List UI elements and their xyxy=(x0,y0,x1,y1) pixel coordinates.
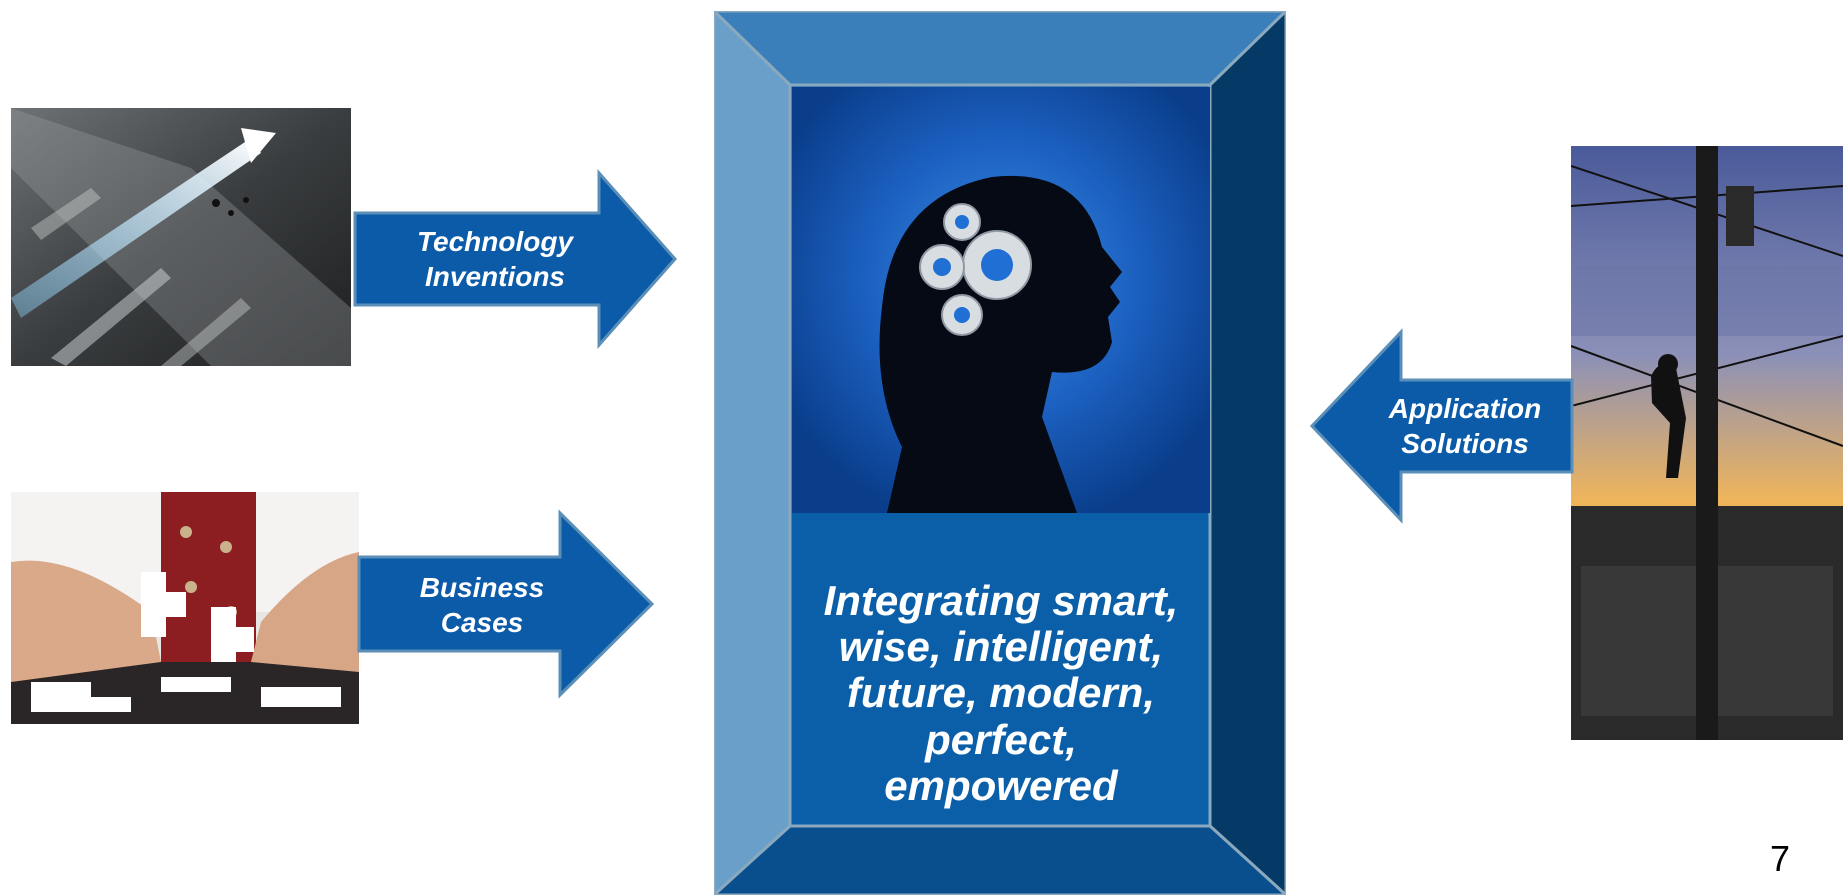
head-gears-image xyxy=(792,87,1210,513)
caption-line2: wise, intelligent, xyxy=(838,623,1164,671)
center-caption: Integrating smart, wise, intelligent, fu… xyxy=(792,577,1210,809)
business-label: Business Cases xyxy=(382,570,582,640)
application-photo xyxy=(1571,146,1843,740)
page-number: 7 xyxy=(1769,838,1790,879)
caption-line5: empowered xyxy=(884,761,1118,809)
technology-label-line1: Technology xyxy=(416,226,574,257)
technology-photo xyxy=(11,108,351,366)
application-label: Application Solutions xyxy=(1365,391,1565,461)
business-photo xyxy=(11,492,359,724)
application-label-line1: Application xyxy=(1388,393,1542,424)
caption-line3: future, modern, xyxy=(846,669,1155,717)
business-label-line2: Cases xyxy=(440,607,524,638)
caption-line1: Integrating smart, xyxy=(823,577,1179,624)
business-arrow xyxy=(357,509,657,699)
application-arrow xyxy=(1308,328,1574,524)
technology-label-line2: Inventions xyxy=(424,261,565,292)
application-label-line2: Solutions xyxy=(1401,428,1529,459)
technology-label: Technology Inventions xyxy=(395,224,595,294)
caption-line4: perfect, xyxy=(925,715,1077,763)
business-label-line1: Business xyxy=(419,572,545,603)
technology-arrow xyxy=(351,169,681,349)
